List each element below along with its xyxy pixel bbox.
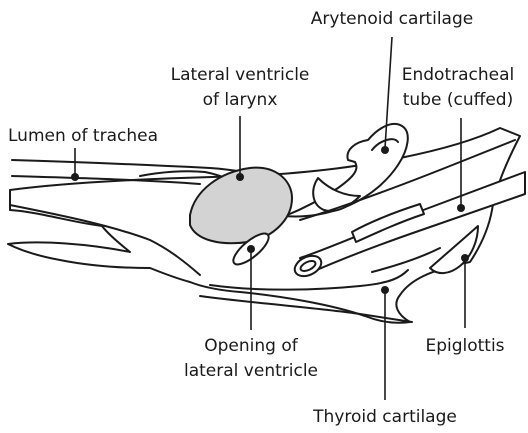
dot-arytenoid <box>381 146 389 154</box>
label-thyroid-cartilage: Thyroid cartilage <box>312 407 457 427</box>
label-opening-1: Opening of <box>204 336 298 356</box>
dot-thyroid <box>381 286 389 294</box>
label-epiglottis: Epiglottis <box>425 336 504 356</box>
label-arytenoid-cartilage: Arytenoid cartilage <box>311 9 473 29</box>
dot-endotracheal <box>457 204 465 212</box>
label-endotracheal-1: Endotracheal <box>402 65 515 85</box>
label-opening-2: lateral ventricle <box>184 361 318 381</box>
label-lumen-of-trachea: Lumen of trachea <box>8 126 158 146</box>
dot-lateral-ventricle <box>236 173 244 181</box>
dot-opening <box>247 245 255 253</box>
label-lateral-ventricle-2: of larynx <box>203 90 278 110</box>
dot-lumen <box>71 173 79 181</box>
label-endotracheal-2: tube (cuffed) <box>403 90 513 110</box>
label-lateral-ventricle-1: Lateral ventricle <box>171 65 310 85</box>
dot-epiglottis <box>461 254 469 262</box>
